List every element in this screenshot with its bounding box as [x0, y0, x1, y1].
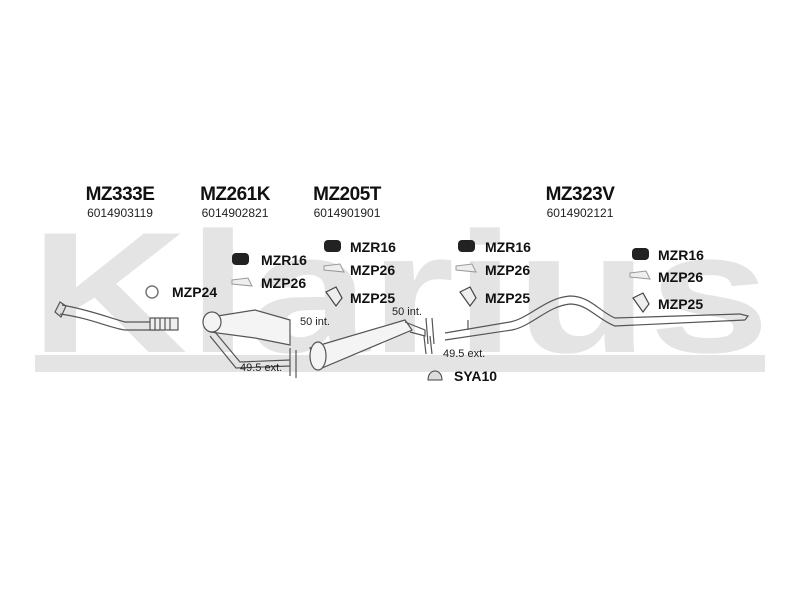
hardware-label: MZP25 [658, 296, 704, 312]
dimension-label: 49.5 ext. [240, 362, 283, 374]
hardware-label: SYA10 [454, 368, 498, 384]
dimension-label: 49.5 ext. [443, 348, 486, 360]
clamp-icon [145, 285, 159, 299]
hardware-label: MZP26 [350, 262, 396, 278]
hardware-label: MZR16 [485, 239, 531, 255]
hardware-label: MZP26 [485, 262, 531, 278]
hardware-label: MZR16 [350, 239, 396, 255]
part-code: 6014902121 [546, 206, 614, 220]
part-code: 6014903119 [87, 206, 153, 220]
part-number: MZ333E [85, 184, 155, 205]
hardware-label: MZP25 [485, 290, 531, 306]
hardware-label: MZP24 [172, 284, 218, 300]
bracket-icons [231, 263, 651, 287]
part-number: MZ261K [200, 184, 270, 205]
part-number: MZ323V [545, 184, 615, 205]
hardware-label: MZP25 [350, 290, 396, 306]
part-code: 6014901901 [313, 206, 381, 220]
front-silencer-drawing [202, 309, 297, 378]
hardware-label: MZP26 [658, 269, 704, 285]
hardware-label: MZR16 [658, 247, 704, 263]
hanger-icons [325, 286, 650, 314]
tail-pipe-drawing [444, 295, 750, 341]
part-code: 6014902821 [201, 206, 269, 220]
mount-icon [427, 370, 443, 381]
rubber-mount-icons [232, 240, 649, 265]
hardware-label: MZP26 [261, 275, 307, 291]
part-number: MZ205T [313, 184, 381, 205]
rear-silencer-drawing [309, 317, 435, 371]
klarius-watermark: Klarius [30, 197, 770, 389]
front-pipe-drawing [54, 301, 179, 331]
dimension-label: 50 int. [392, 306, 422, 318]
hardware-label: MZR16 [261, 252, 307, 268]
dimension-label: 50 int. [300, 316, 330, 328]
